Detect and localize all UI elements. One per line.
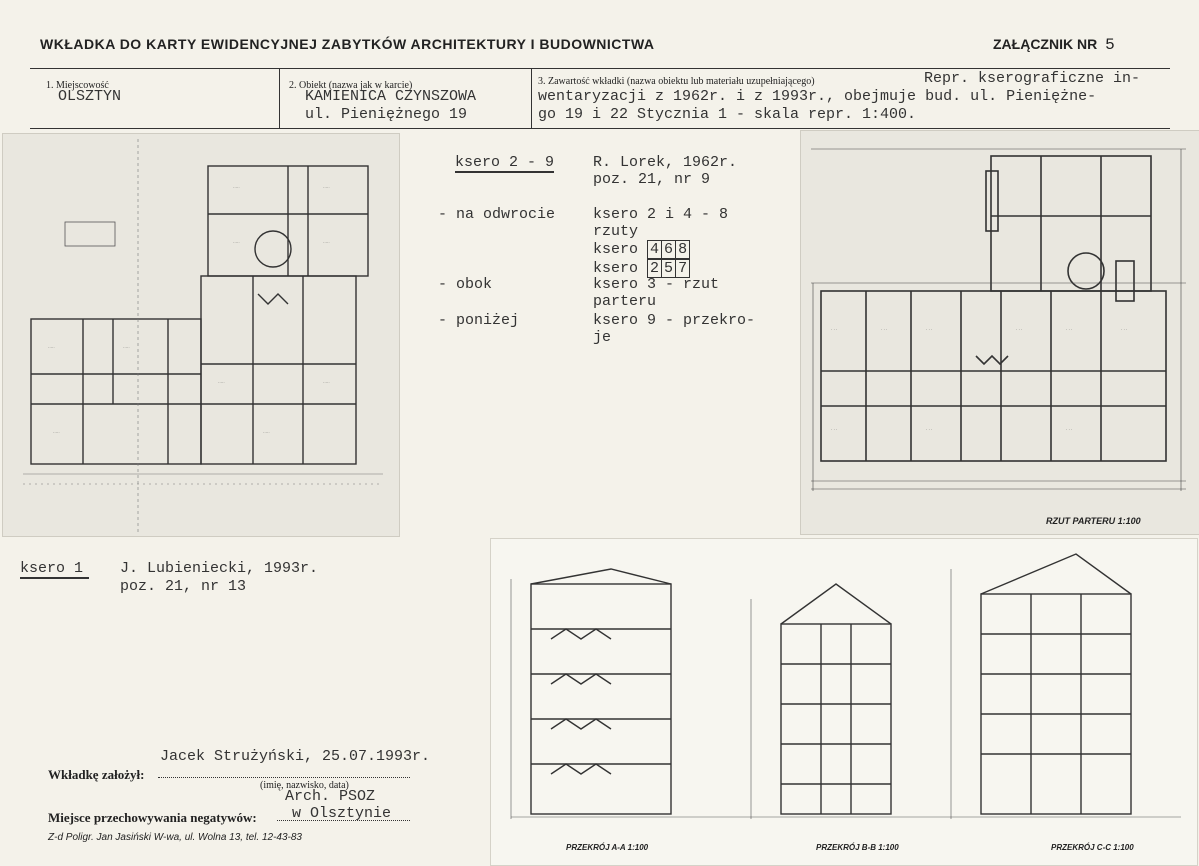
ksero-1-label: ksero 1: [20, 560, 90, 579]
ground-floor-plan-panel: · · · · · · · · · · · · · · · · · · · · · · …: [800, 130, 1199, 535]
below-value-2: je: [593, 329, 612, 346]
section-cc-caption: PRZEKRÓJ C-C 1:100: [1051, 843, 1134, 852]
storage-value-2: w Olsztynie: [292, 805, 392, 822]
inserted-by-hint: (imię, nazwisko, data): [260, 780, 349, 791]
ksero-2-9-pos: poz. 21, nr 9: [593, 171, 711, 188]
field-3-label: 3. Zawartość wkładki (nazwa obiektu lub …: [538, 76, 815, 87]
field-2-label: 2. Obiekt (nazwa jak w karcie): [289, 80, 413, 91]
reverse-value-2: rzuty: [593, 223, 639, 240]
box-value: 6: [661, 240, 677, 259]
ground-floor-plan-drawing: · · · · · · · · · · · · · · · · · · · · · · …: [811, 148, 1186, 491]
ground-floor-caption: RZUT PARTERU 1:100: [1046, 516, 1141, 526]
svg-text:·····: ·····: [323, 185, 330, 190]
beside-label: - obok: [438, 276, 493, 293]
field-1-value: OLSZTYN: [58, 88, 122, 105]
field-row-bottom-rule: [30, 128, 1170, 129]
annex-label: ZAŁĄCZNIK NR 5: [993, 36, 1115, 54]
field-row-top-rule: [30, 68, 1170, 69]
ksero-word-2: ksero: [593, 260, 639, 277]
inserted-by-label: Wkładkę założył:: [48, 767, 145, 782]
svg-text:· · ·: · · ·: [831, 427, 837, 432]
svg-text:·····: ·····: [323, 240, 330, 245]
field-3-value-line2: wentaryzacji z 1962r. i z 1993r., obejmu…: [538, 88, 1097, 105]
svg-text:·····: ·····: [263, 430, 270, 435]
ksero-2-9-label-text: ksero 2 - 9: [455, 154, 555, 173]
ksero-2-9-label: ksero 2 - 9: [455, 154, 555, 173]
storage-label: Miejsce przechowywania negatywów:: [48, 810, 257, 825]
ksero-1-pos: poz. 21, nr 13: [120, 578, 247, 595]
inserted-by-value: Jacek Strużyński, 25.07.1993r.: [160, 748, 431, 765]
below-value-1: ksero 9 - przekro-: [593, 312, 756, 329]
storage-value-1: Arch. PSOZ: [285, 788, 376, 805]
ksero-word-1: ksero: [593, 241, 639, 258]
printer-note: Z-d Poligr. Jan Jasiński W-wa, ul. Wolna…: [48, 832, 302, 843]
svg-text:· · ·: · · ·: [1121, 327, 1127, 332]
svg-text:·····: ·····: [123, 345, 130, 350]
ksero-1-author: J. Lubieniecki, 1993r.: [120, 560, 319, 577]
section-aa-caption: PRZEKRÓJ A-A 1:100: [566, 843, 649, 852]
inserted-by-dotted-line: [158, 777, 410, 778]
annex-label-text: ZAŁĄCZNIK NR: [993, 36, 1098, 52]
field-3-value-line1: Repr. kserograficzne in-: [924, 70, 1141, 87]
floor-plan-1962-drawing: ····· ····· ····· ····· ····· ····· ····· ··…: [23, 139, 383, 534]
sections-drawing: [510, 553, 1181, 819]
field-divider-2: [531, 68, 532, 128]
svg-text:· · ·: · · ·: [1066, 427, 1072, 432]
field-divider-1: [279, 68, 280, 128]
box-value: 4: [647, 240, 663, 259]
field-2-value-line1: KAMIENICA CZYNSZOWA: [305, 88, 477, 105]
reverse-value-1: ksero 2 i 4 - 8: [593, 206, 729, 223]
svg-text:·····: ·····: [323, 380, 330, 385]
ksero-1-label-text: ksero 1: [20, 560, 90, 579]
field-2-value-line2: ul. Pieniężnego 19: [305, 106, 468, 123]
section-bb-caption: PRZEKRÓJ B-B 1:100: [816, 843, 899, 852]
ksero-2-9-author: R. Lorek, 1962r.: [593, 154, 738, 171]
sections-panel: PRZEKRÓJ A-A 1:100 PRZEKRÓJ B-B 1:100 PR…: [490, 538, 1198, 866]
field-3-value-line3: go 19 i 22 Stycznia 1 - skala repr. 1:40…: [538, 106, 917, 123]
svg-text:· · ·: · · ·: [831, 327, 837, 332]
page-title: WKŁADKA DO KARTY EWIDENCYJNEJ ZABYTKÓW A…: [40, 36, 655, 52]
box-value: 7: [675, 259, 691, 278]
field-1-label: 1. Miejscowość: [46, 80, 109, 91]
reverse-label: - na odwrocie: [438, 206, 556, 223]
svg-text:·····: ·····: [53, 430, 60, 435]
svg-text:· · ·: · · ·: [1066, 327, 1072, 332]
svg-text:·····: ·····: [233, 240, 240, 245]
svg-text:· · ·: · · ·: [926, 327, 932, 332]
svg-text:· · ·: · · ·: [1016, 327, 1022, 332]
annex-number: 5: [1105, 36, 1115, 54]
svg-text:·····: ·····: [233, 185, 240, 190]
svg-text:·····: ·····: [218, 380, 225, 385]
svg-text:· · ·: · · ·: [926, 427, 932, 432]
beside-value-1: ksero 3 - rzut: [593, 276, 720, 293]
floor-plan-1962-panel: ····· ····· ····· ····· ····· ····· ····· ··…: [2, 133, 400, 537]
beside-value-2: parteru: [593, 293, 657, 310]
svg-text:·····: ·····: [48, 345, 55, 350]
box-value: 8: [675, 240, 691, 259]
storage-dotted-line: [277, 820, 410, 821]
svg-text:· · ·: · · ·: [881, 327, 887, 332]
below-label: - poniżej: [438, 312, 520, 329]
